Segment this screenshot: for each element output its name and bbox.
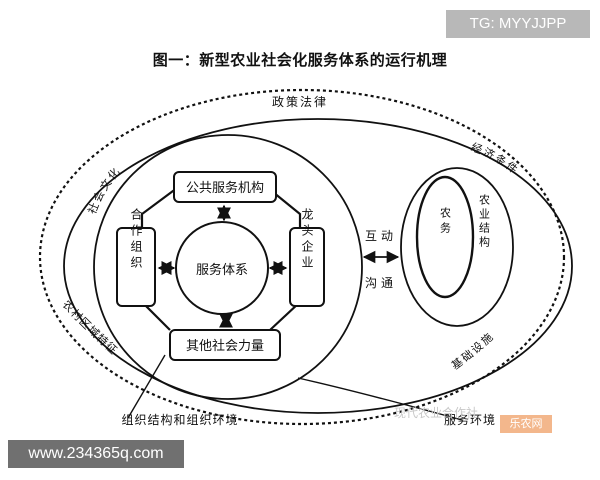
telegram-watermark: TG: MYYJJPP (446, 10, 590, 38)
service-system-ellipse (93, 134, 363, 400)
interaction-lower-label: 沟通 (365, 276, 397, 290)
other-forces-node (169, 329, 281, 361)
farmer-side-label: 农业结构 (478, 193, 491, 250)
policy-law-label: 政策法律 (272, 95, 328, 109)
public-service-label: 公共服务机构 (186, 180, 264, 196)
callout-line-right (297, 377, 463, 421)
interaction-upper-label: 互动 (365, 229, 397, 243)
farmer-inner-label: 农务 (439, 206, 452, 237)
other-forces-label: 其他社会力量 (186, 338, 264, 354)
leading-enterprise-label: 龙头企业 (300, 208, 314, 272)
center-node-label: 服务体系 (196, 262, 248, 278)
farmer-inner-ellipse (415, 175, 475, 299)
callout-right-label: 服务环境 (444, 412, 496, 427)
farmer-outer-ellipse (400, 167, 514, 327)
rural-region-label: 农村区域特征 (60, 297, 120, 357)
middle-ellipse (63, 118, 573, 414)
website-watermark: www.234365q.com (8, 440, 184, 468)
callout-line-left (127, 354, 166, 419)
figure-title: 图一：新型农业社会化服务体系的运行机理 (152, 51, 448, 69)
outer-environment-ellipse (38, 88, 566, 426)
infrastructure-label: 基础设施 (449, 329, 497, 372)
cooperative-label: 合作组织 (129, 207, 143, 272)
public-service-node (173, 171, 277, 203)
site-tag-watermark: 乐农网 (500, 415, 552, 433)
leading-enterprise-node (289, 227, 325, 307)
social-culture-label: 社会文化 (85, 164, 124, 216)
wechat-logo-watermark: 现代农业合作社 (394, 406, 479, 420)
callout-left-label: 组织结构和组织环境 (121, 412, 238, 427)
cooperative-node (116, 227, 156, 307)
